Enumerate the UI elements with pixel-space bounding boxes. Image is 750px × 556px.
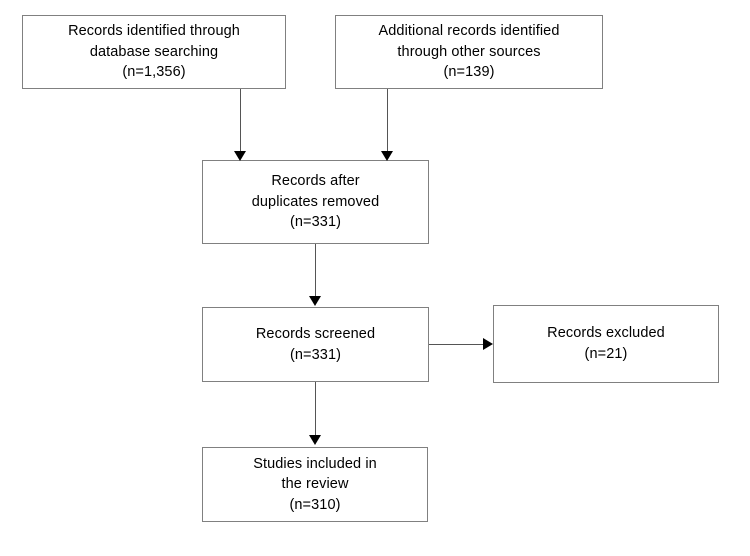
node-line: Records identified through [68, 23, 240, 40]
edge-other-sources-to-duplicates-line [387, 89, 388, 153]
arrow-down-icon [381, 151, 393, 161]
node-line: Studies included in [253, 455, 377, 472]
node-count: (n=310) [289, 496, 341, 513]
node-count: (n=1,356) [122, 64, 186, 81]
arrow-right-icon [483, 338, 493, 350]
node-line: Records excluded [547, 325, 665, 342]
node-count: (n=21) [584, 346, 628, 362]
arrow-down-icon [309, 296, 321, 306]
node-line: database searching [89, 43, 219, 60]
edge-screened-to-included-line [315, 382, 316, 437]
node-line: duplicates removed [251, 193, 380, 210]
node-additional-records-other-sources: Additional records identified through ot… [335, 15, 603, 89]
node-line: Additional records identified [378, 23, 560, 40]
edge-duplicates-to-screened-line [315, 244, 316, 298]
edge-screened-to-excluded-line [429, 344, 485, 345]
arrow-down-icon [309, 435, 321, 445]
node-records-after-duplicates-removed: Records after duplicates removed (n=331) [202, 160, 429, 244]
node-records-excluded: Records excluded (n=21) [493, 305, 719, 383]
node-count: (n=139) [443, 64, 495, 81]
node-records-identified-database: Records identified through database sear… [22, 15, 286, 89]
node-records-screened: Records screened (n=331) [202, 307, 429, 382]
node-count: (n=331) [289, 346, 342, 363]
node-line: Records screened [255, 325, 376, 342]
node-line: through other sources [397, 43, 541, 60]
node-studies-included-in-review: Studies included in the review (n=310) [202, 447, 428, 522]
node-line: Records after [271, 173, 360, 190]
node-count: (n=331) [289, 214, 342, 231]
node-line: the review [281, 476, 349, 493]
edge-database-to-duplicates-line [240, 89, 241, 153]
arrow-down-icon [234, 151, 246, 161]
